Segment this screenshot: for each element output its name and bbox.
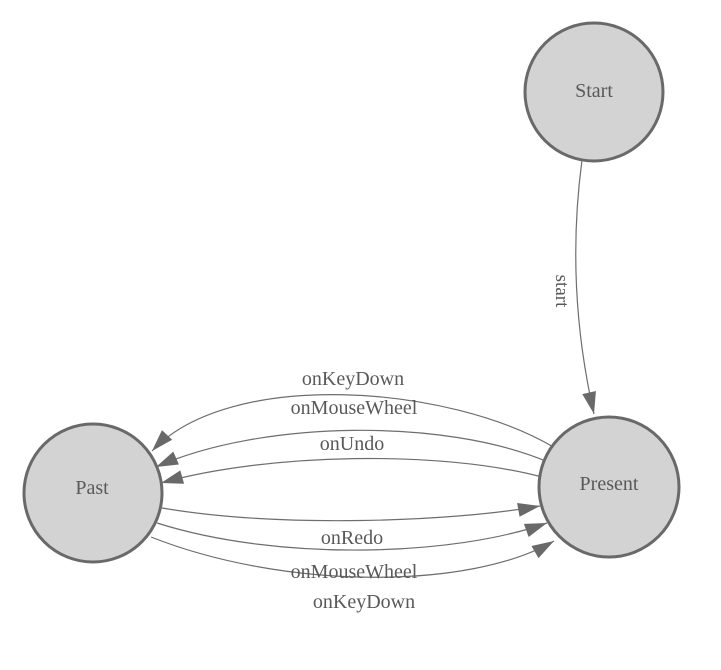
state-circle-start[interactable] bbox=[523, 21, 665, 163]
state-label-past: Past bbox=[75, 477, 109, 499]
edge-label-onredo: onRedo bbox=[321, 527, 383, 549]
edge-past-to-present-onmousewheel bbox=[156, 522, 548, 551]
state-label-start: Start bbox=[575, 80, 613, 102]
edge-present-to-past-onkeydown bbox=[151, 394, 556, 452]
state-node-present[interactable]: Present bbox=[537, 415, 681, 559]
edge-label-onkeydown-bottom: onKeyDown bbox=[313, 591, 415, 613]
state-circle-past[interactable] bbox=[22, 422, 164, 564]
edge-present-to-past-onmousewheel bbox=[155, 429, 549, 468]
edge-group bbox=[150, 159, 596, 578]
edge-label-onundo: onUndo bbox=[320, 433, 384, 455]
state-circle-present[interactable] bbox=[537, 415, 681, 559]
edge-present-to-past-onundo bbox=[160, 457, 543, 484]
edge-past-to-present-onkeydown bbox=[150, 536, 555, 578]
state-label-present: Present bbox=[580, 473, 639, 495]
edge-start-to-present bbox=[575, 159, 596, 415]
edge-label-group: start onKeyDown onMouseWheel onUndo onRe… bbox=[291, 275, 572, 613]
state-node-past[interactable]: Past bbox=[22, 422, 164, 564]
edge-label-onmousewheel-bottom: onMouseWheel bbox=[291, 561, 418, 583]
edge-past-to-present-onredo bbox=[161, 502, 541, 522]
edge-label-start: start bbox=[551, 275, 572, 308]
state-node-start[interactable]: Start bbox=[523, 21, 665, 163]
edge-label-onmousewheel-top: onMouseWheel bbox=[291, 397, 418, 419]
edge-label-onkeydown-top: onKeyDown bbox=[302, 368, 404, 390]
